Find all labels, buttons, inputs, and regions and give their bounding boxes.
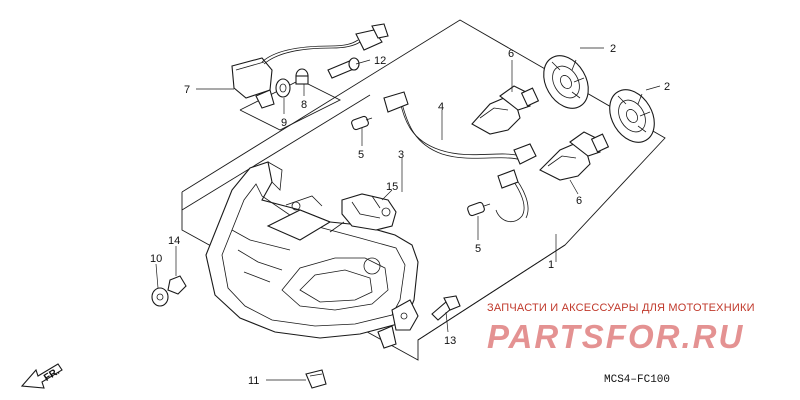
callout-15: 15 (386, 181, 398, 193)
headlight-bulb-lower (539, 131, 610, 181)
module-cable (261, 23, 389, 65)
callout-3: 3 (398, 149, 404, 161)
wire-harness (383, 91, 537, 223)
watermark-tagline: ЗАПЧАСТИ И АКСЕССУАРЫ ДЛЯ МОТОТЕХНИКИ (487, 302, 755, 314)
callout-5a: 5 (358, 149, 364, 161)
diagram-code: MCS4–FC100 (604, 374, 671, 386)
callout-2b: 2 (664, 81, 670, 93)
callout-labels: 1 2 2 3 4 5 5 6 6 7 8 9 10 11 12 13 14 1… (150, 43, 670, 387)
headlight-bulb-upper (471, 85, 540, 135)
dust-cover-lower (609, 89, 655, 143)
position-bulb-lower (467, 201, 491, 217)
position-bulb-upper (351, 115, 373, 131)
callout-10: 10 (150, 253, 162, 265)
leveling-actuator (329, 193, 397, 233)
watermark-brand: PARTSFOR.RU (487, 318, 745, 355)
callout-9: 9 (281, 117, 287, 129)
callout-5b: 5 (475, 243, 481, 255)
dust-cover-upper (543, 55, 589, 109)
callout-7: 7 (184, 84, 190, 96)
front-direction-arrow: FR. (20, 363, 63, 389)
bolt-13 (431, 295, 461, 321)
callout-1: 1 (548, 259, 554, 271)
washer-10 (151, 287, 169, 307)
nut-14 (167, 275, 187, 295)
callout-11: 11 (248, 375, 259, 387)
callout-8: 8 (301, 99, 307, 111)
callout-12: 12 (374, 55, 386, 67)
collar (295, 68, 309, 85)
callout-4: 4 (438, 101, 444, 113)
callout-6a: 6 (508, 48, 514, 60)
callout-2a: 2 (610, 43, 616, 55)
clip-11 (305, 369, 327, 389)
screw-12 (327, 57, 360, 79)
headlight-housing (205, 161, 419, 349)
grommet (275, 78, 291, 98)
callout-6b: 6 (576, 195, 582, 207)
leader-lines (155, 47, 661, 381)
control-module (231, 57, 275, 109)
callout-14: 14 (168, 235, 180, 247)
callout-13: 13 (444, 335, 456, 347)
